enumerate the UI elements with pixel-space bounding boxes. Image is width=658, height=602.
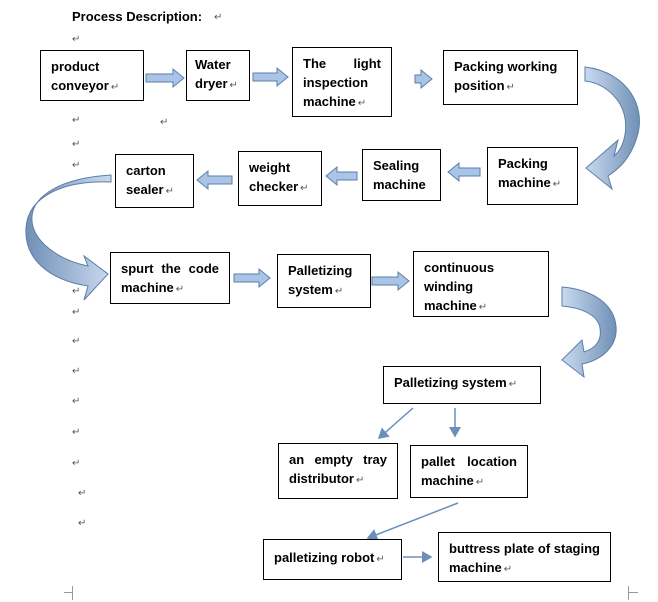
box-label: pallet location machine [421,454,517,488]
return-mark: ↵ [72,427,81,438]
return-mark: ↵ [229,80,238,91]
return-mark: ↵ [72,286,81,297]
return-mark: ↵ [72,115,81,126]
box-label: continuous winding machine [424,260,495,313]
box-label: Packing machine [498,156,551,190]
box-label: Water dryer [195,57,231,91]
box-label: Palletizing system [394,375,507,390]
block-arrow-right [371,270,410,292]
return-mark: ↵ [478,302,488,313]
box-label: Palletizing system [288,263,353,297]
box-label: weight checker [249,160,299,194]
block-arrow-left [196,169,233,191]
box-label: an empty tray distributor [289,452,387,486]
box-label: spurt the code machine [121,261,219,295]
return-mark: ↵ [72,336,81,347]
box-label: carton sealer [126,163,166,197]
box-label: palletizing robot [274,550,375,565]
return-mark: ↵ [78,488,87,499]
box-packing-working-position: Packing working position↵ [443,50,578,105]
box-palletizing-system-2: Palletizing system↵ [383,366,541,404]
box-light-inspection: The light inspection machine↵ [292,47,392,117]
return-mark: ↵ [165,186,174,197]
return-mark: ↵ [72,396,81,407]
box-palletizing-robot: palletizing robot↵ [263,539,402,580]
box-label: Packing working position [454,59,558,93]
return-mark: ↵ [110,82,120,93]
block-arrow-right [233,267,271,289]
box-packing-machine: Packing machine↵ [487,147,578,205]
return-mark: ↵ [376,554,385,565]
box-water-dryer: Water dryer↵ [186,50,250,101]
curved-arrow-down-right [561,286,617,379]
return-mark: ↵ [72,458,81,469]
process-description-title: Process Description: [72,9,203,24]
box-palletizing-system-1: Palletizing system↵ [277,254,371,308]
return-mark: ↵ [508,379,518,390]
box-weight-checker: weight checker↵ [238,151,322,206]
return-mark: ↵ [72,366,81,377]
return-mark: ↵ [357,98,367,109]
box-product-conveyor: product conveyor↵ [40,50,144,101]
block-arrow-right [252,66,289,88]
box-empty-tray-distributor: an empty tray distributor↵ [278,443,398,499]
return-mark: ↵ [356,475,365,486]
return-mark: ↵ [300,183,309,194]
page-corner-mark [628,592,638,601]
box-continuous-winding: continuous winding machine↵ [413,251,549,317]
return-mark: ↵ [78,518,87,529]
return-mark: ↵ [506,82,515,93]
block-arrow-right [145,67,185,89]
return-mark: ↵ [552,179,562,190]
return-mark: ↵ [72,139,81,150]
return-mark: ↵ [72,160,81,171]
block-arrow-left [325,165,358,187]
box-label: The light inspection machine [303,56,381,109]
block-arrow-right [414,68,433,90]
page-corner-mark [628,586,629,600]
box-label: product conveyor [51,59,109,93]
box-carton-sealer: carton sealer↵ [115,154,194,208]
curved-arrow-down-right [584,66,640,191]
box-spurt-code-machine: spurt the code machine↵ [110,252,230,304]
block-arrow-left [447,161,481,183]
return-mark: ↵ [72,34,81,45]
return-mark: ↵ [503,564,513,575]
box-buttress-plate-staging: buttress plate of staging machine↵ [438,532,611,582]
box-pallet-location-machine: pallet location machine↵ [410,445,528,498]
page-corner-mark [72,586,73,600]
connector-arrow [366,502,459,541]
box-sealing-machine: Sealing machine [362,149,441,201]
return-mark: ↵ [72,307,81,318]
return-mark: ↵ [475,477,485,488]
box-label: buttress plate of staging machine [449,541,600,575]
return-mark: ↵ [334,286,344,297]
curved-arrow-down-left [25,174,112,301]
connector-arrow [377,407,414,439]
return-mark: ↵ [214,12,223,23]
return-mark: ↵ [160,117,169,128]
page-corner-mark [64,592,72,601]
box-label: Sealing machine [373,158,426,192]
return-mark: ↵ [175,284,185,295]
